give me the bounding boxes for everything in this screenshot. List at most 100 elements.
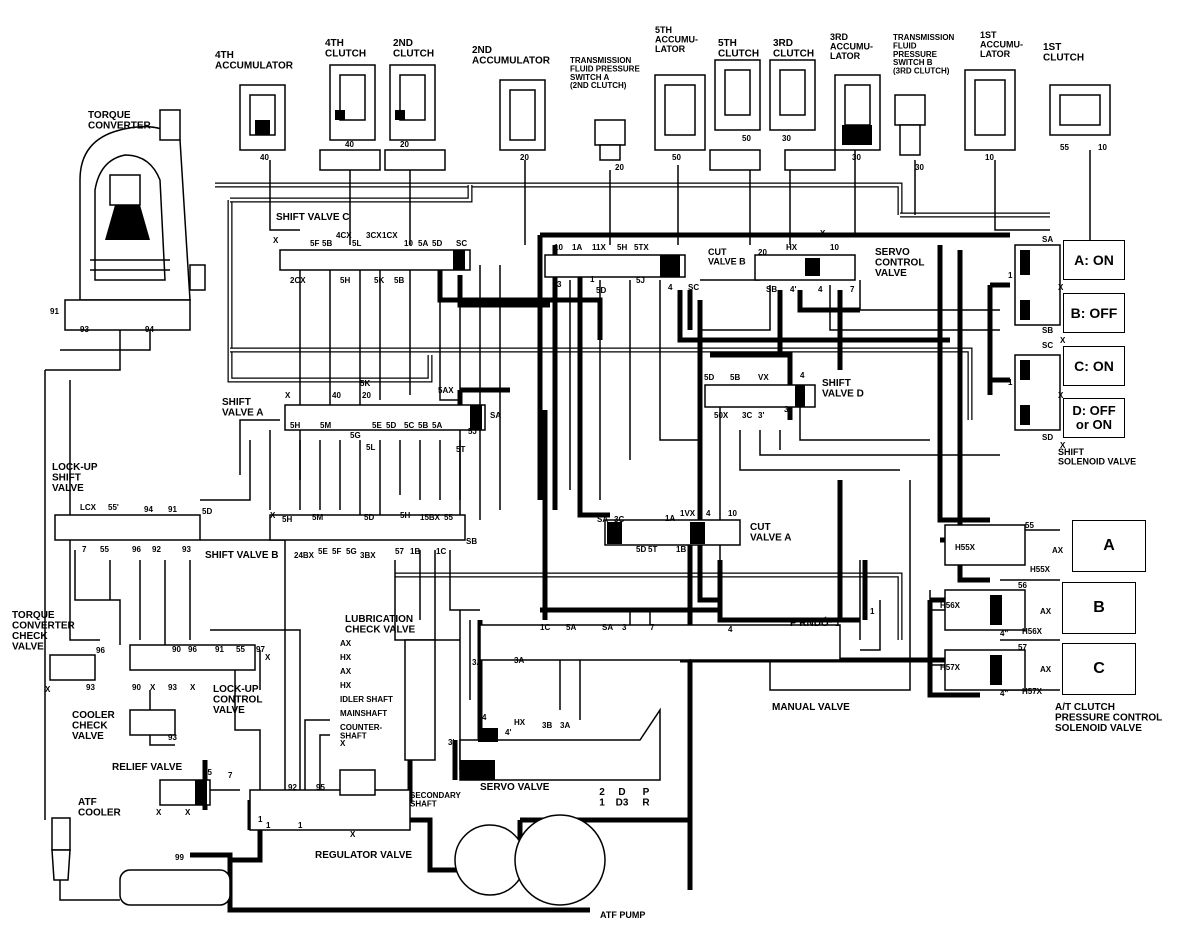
port-cvb-1: 1 [590,275,595,284]
solenoid-c-state: C: ON [1063,346,1125,386]
port-cvb-5tx: 5TX [634,243,649,252]
port-sva-sa: SA [490,411,501,420]
port-svb-1b: 1B [410,547,420,556]
cut-valve-b-body [544,254,686,278]
port-svc-5b2: 5B [394,276,404,285]
port-sva-20: 20 [362,391,371,400]
port-sva-5g: 5G [350,431,361,440]
lube-item-7: X [340,739,346,748]
port-sva-5l: 5L [366,443,375,452]
port-cs-56: 56 [1018,581,1027,590]
lockup-control-valve-body [129,644,256,671]
port-svb-15bx: 15BX [420,513,441,522]
accumulator-1st [964,69,1016,151]
cooler-check-valve-body [129,709,176,736]
port-lus-94: 94 [144,505,153,514]
port-lus-92: 92 [152,545,161,554]
port-svb-1c: 1C [436,547,446,556]
port-n20b: 20 [520,153,529,162]
clutch-solenoid-b [944,589,1026,631]
port-sol-xd: X [1060,441,1066,450]
port-luc-93: 93 [168,683,177,692]
cut-valve-a-body [604,519,741,546]
shift-valve-d-body [704,384,816,408]
port-svc-5l: 5L [352,239,361,248]
port-svd-50x: 50X [714,411,729,420]
port-mv-3a: 3A [472,658,482,667]
port-cs-1: 1 [870,607,875,616]
port-sol-sa: SA [1042,235,1053,244]
label-servo-valve: SERVO VALVE [480,782,550,793]
clutch-solenoid-a-box: A [1072,520,1146,572]
port-luc-93b: 93 [168,733,177,742]
shift-valve-b-body [269,514,466,541]
port-sva-5h: 5H [290,421,300,430]
port-lus-lcx: LCX [80,503,97,512]
clutch-solenoid-b-box: B [1062,582,1136,634]
port-mv-5a2: SA [602,623,613,632]
lube-item-0: AX [340,639,352,648]
port-cs-ax1: AX [1052,546,1064,555]
clutch-1st [1049,84,1111,136]
port-svb-5m: 5M [312,513,323,522]
port-svb-5b: SB [466,537,477,546]
port-sv-4p: 4' [505,728,511,737]
port-n30b: 30 [852,153,861,162]
label-regulator-valve: REGULATOR VALVE [315,850,412,861]
port-n20a: 20 [400,140,409,149]
port-svc-5d: 5D [432,239,442,248]
port-cva-5t: 5T [648,545,657,554]
port-lus-5d: 5D [202,507,212,516]
port-rv-95: 95 [203,768,212,777]
port-svc-x: X [273,236,279,245]
port-svb-5e: 5E [318,547,328,556]
port-cvb-5h: 5H [617,243,627,252]
port-luc-55: 55 [236,645,245,654]
manual-valve-body [479,624,841,661]
port-sol-xa: X [1058,283,1064,292]
port-reg-95: 95 [316,783,325,792]
clutch-solenoid-c-box: C [1062,643,1136,695]
clutch-5th [709,59,761,171]
port-reg-99: 99 [175,853,184,862]
port-sva-5m: 5M [320,421,331,430]
port-reg-1c: 1 [298,821,303,830]
lube-item-2: AX [340,667,352,676]
port-mv-1c: 1C [540,623,550,632]
port-lus-55: 55 [100,545,109,554]
port-svc-1cx: 1CX [382,231,398,240]
port-cvb-5j: 5J [636,276,645,285]
clutch-2nd [384,64,446,171]
clutch-solenoid-a [944,524,1026,566]
port-svb-5f: 5F [332,547,341,556]
port-sv-hx: HX [514,718,526,727]
accumulator-2nd [499,79,546,151]
port-cvb-3: 3 [557,280,562,289]
port-cva-4: 4 [706,509,711,518]
port-n40a: 40 [260,153,269,162]
port-sol-sb: SB [1042,326,1053,335]
label-relief-valve: RELIEF VALVE [112,762,183,773]
port-cva-1vx: 1VX [680,509,696,518]
port-sva-5b: 5B [418,421,428,430]
solenoid-d-state: D: OFF or ON [1063,398,1125,438]
port-svd-vx: VX [758,373,769,382]
pressure-switch-a [594,119,626,161]
clutch-solenoid-c [944,649,1026,691]
shift-valve-c-body [279,249,471,271]
port-cvb-1a: 1A [572,243,582,252]
port-cva-5d: 5D [636,545,646,554]
port-mv-3a2: 3A [514,656,524,665]
port-luc-91: 91 [215,645,224,654]
port-scv-hx: HX [786,243,798,252]
port-lus-55p: 55' [108,503,119,512]
regulator-valve-body [249,769,411,831]
